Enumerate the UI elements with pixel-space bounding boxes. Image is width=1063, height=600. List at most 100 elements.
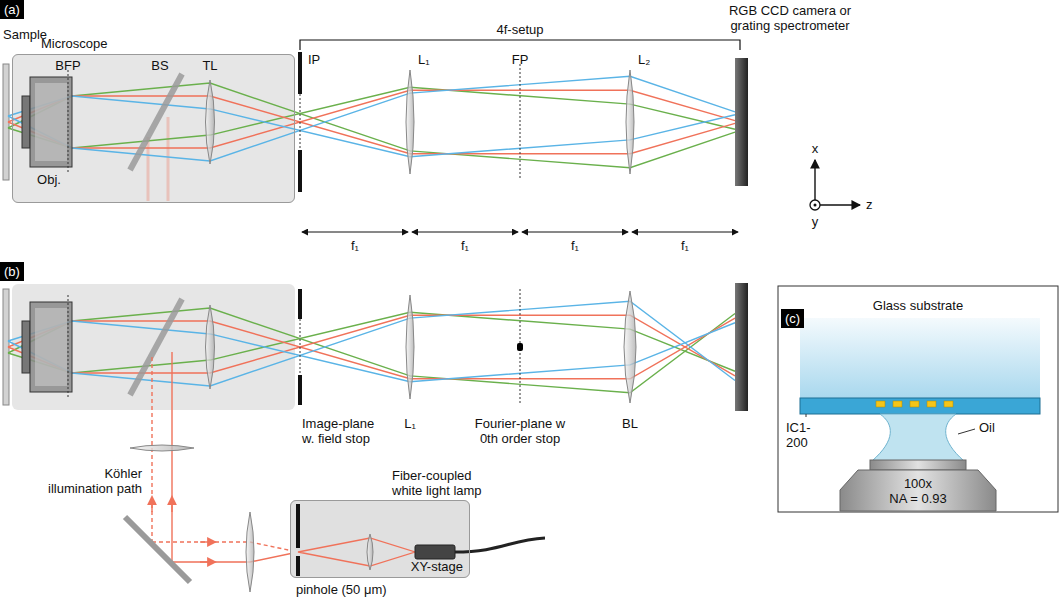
dimension-arrow [412, 232, 518, 233]
part-label: Köhler illumination path [36, 466, 142, 496]
part-label: z [866, 197, 873, 212]
z-axis [820, 204, 860, 205]
direction-arrow [171, 500, 172, 512]
nanostructure [893, 401, 902, 407]
label-holder: L₁ [418, 52, 430, 67]
sample-layer [800, 398, 1040, 414]
camera-sensor [735, 283, 748, 411]
y-axis [810, 200, 820, 210]
part-label: L₁ [418, 52, 430, 67]
label-holder: f₁ [681, 238, 689, 253]
objective-inner [35, 308, 67, 386]
part-label: Fiber-coupled white light lamp [392, 468, 504, 498]
panel-frame [778, 286, 1058, 512]
label-holder: z [866, 197, 873, 212]
label-holder: pinhole (50 μm) [296, 582, 387, 597]
illumination-ray [152, 542, 298, 552]
part-label: NA = 0.93 [889, 491, 946, 506]
xy-stage-housing [290, 500, 470, 578]
dimension-arrow [302, 232, 408, 233]
label-holder: 100x [904, 476, 932, 491]
objective [840, 470, 996, 511]
glass-substrate [800, 318, 1040, 398]
lens [206, 80, 215, 164]
part-label: L₁ [404, 416, 416, 431]
nanostructure [876, 401, 885, 407]
label-holder: f₁ [351, 238, 359, 253]
label-holder: L₁ [404, 416, 416, 431]
label-holder: BS [151, 58, 168, 73]
label-holder: BFP [55, 58, 80, 73]
part-label: f₁ [571, 238, 579, 253]
reflected-beam [167, 117, 170, 201]
microscope-housing [12, 284, 295, 410]
part-label: pinhole (50 μm) [296, 582, 387, 597]
illumination-ray [171, 352, 172, 562]
back-focal-plane [68, 295, 69, 399]
microscope-housing [12, 54, 295, 203]
part-label: f₁ [461, 238, 469, 253]
label-holder: Image-plane w. field stop [302, 416, 390, 446]
part-label: Glass substrate [873, 298, 963, 313]
part-label: BFP [55, 58, 80, 73]
label-holder: Glass substrate [873, 298, 963, 313]
label-holder: RGB CCD camera or grating spectrometer [715, 3, 865, 33]
lens [130, 445, 194, 451]
part-label: TL [202, 58, 217, 73]
panel-letter: (c) [785, 311, 800, 326]
objective-tip [870, 460, 966, 470]
illumination-ray [172, 552, 298, 562]
part-label: IP [308, 52, 320, 67]
label-holder: 4f-setup [497, 22, 544, 37]
part-label: Sample [3, 27, 47, 42]
lens [206, 305, 215, 389]
zero-order-stop [517, 343, 523, 351]
label-holder: Sample [3, 27, 47, 42]
label-holder: NA = 0.93 [889, 491, 946, 506]
fiber-coupler [415, 545, 455, 559]
part-label: L₂ [638, 52, 650, 67]
part-label: IC1-200 [786, 420, 820, 450]
lens [406, 70, 414, 174]
y-axis-dot [814, 204, 817, 207]
panel-letter: (a) [4, 2, 20, 17]
objective [30, 77, 72, 167]
camera-sensor [735, 58, 748, 186]
label-holder: L₂ [638, 52, 650, 67]
4f-bracket [300, 40, 740, 50]
image-plane [300, 94, 301, 150]
nanostructure [927, 401, 936, 407]
image-plane [300, 319, 301, 375]
label-holder: IC1-200 [786, 420, 820, 450]
label-holder: x [812, 141, 819, 156]
panel-tag: (a) [0, 0, 24, 19]
field-stop [298, 150, 302, 192]
back-focal-plane [68, 70, 69, 174]
lens [406, 295, 414, 399]
fiber-cable [455, 538, 545, 552]
nanostructure [944, 401, 953, 407]
field-stop [298, 52, 302, 94]
beam-splitter [130, 299, 182, 395]
part-label: Obj. [37, 172, 61, 187]
field-stop [298, 289, 302, 319]
part-label: 100x [904, 476, 932, 491]
part-label: f₁ [681, 238, 689, 253]
label-holder: FP [512, 52, 529, 67]
label-holder: BL [622, 416, 638, 431]
mirror [125, 517, 190, 582]
box-heading: Microscope [13, 36, 294, 51]
part-label: y [812, 214, 819, 229]
beam-splitter [130, 74, 182, 170]
lens [624, 291, 636, 403]
label-holder: IP [308, 52, 320, 67]
dimension-arrow [522, 232, 628, 233]
objective-nose [22, 96, 30, 148]
part-label: 4f-setup [497, 22, 544, 37]
label-holder: Oil [979, 420, 995, 435]
label-holder: Fourier-plane w 0th order stop [465, 416, 575, 446]
panel-tag: (c) [781, 309, 804, 328]
label-holder: f₁ [571, 238, 579, 253]
field-stop [298, 375, 302, 405]
label-holder: y [812, 214, 819, 229]
